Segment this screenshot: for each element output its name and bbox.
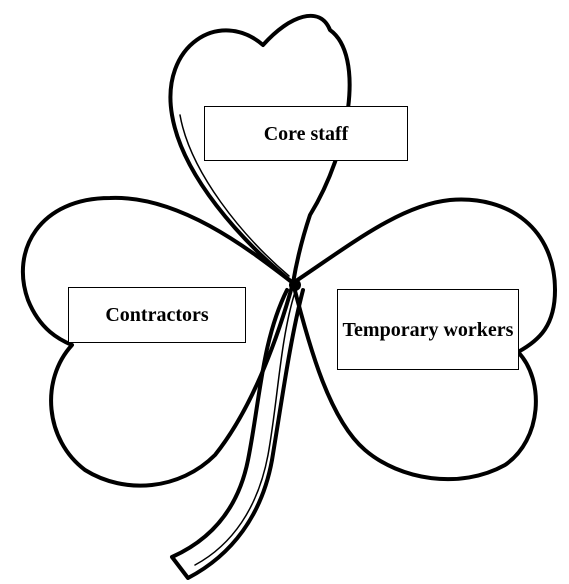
stem-outline	[170, 288, 305, 580]
core-staff-label-box: Core staff	[204, 106, 408, 161]
temporary-workers-label-box: Temporary workers	[337, 289, 519, 370]
temporary-workers-label: Temporary workers	[342, 318, 514, 341]
shamrock-center-knot	[289, 279, 301, 291]
contractors-label: Contractors	[105, 304, 209, 326]
core-staff-label: Core staff	[263, 122, 349, 145]
contractors-label-box: Contractors	[68, 287, 246, 343]
top-leaf-outline	[168, 13, 352, 285]
left-leaf-outline	[20, 195, 295, 488]
stem-center-line	[194, 291, 296, 566]
top-leaf-inner-stroke	[179, 114, 290, 277]
